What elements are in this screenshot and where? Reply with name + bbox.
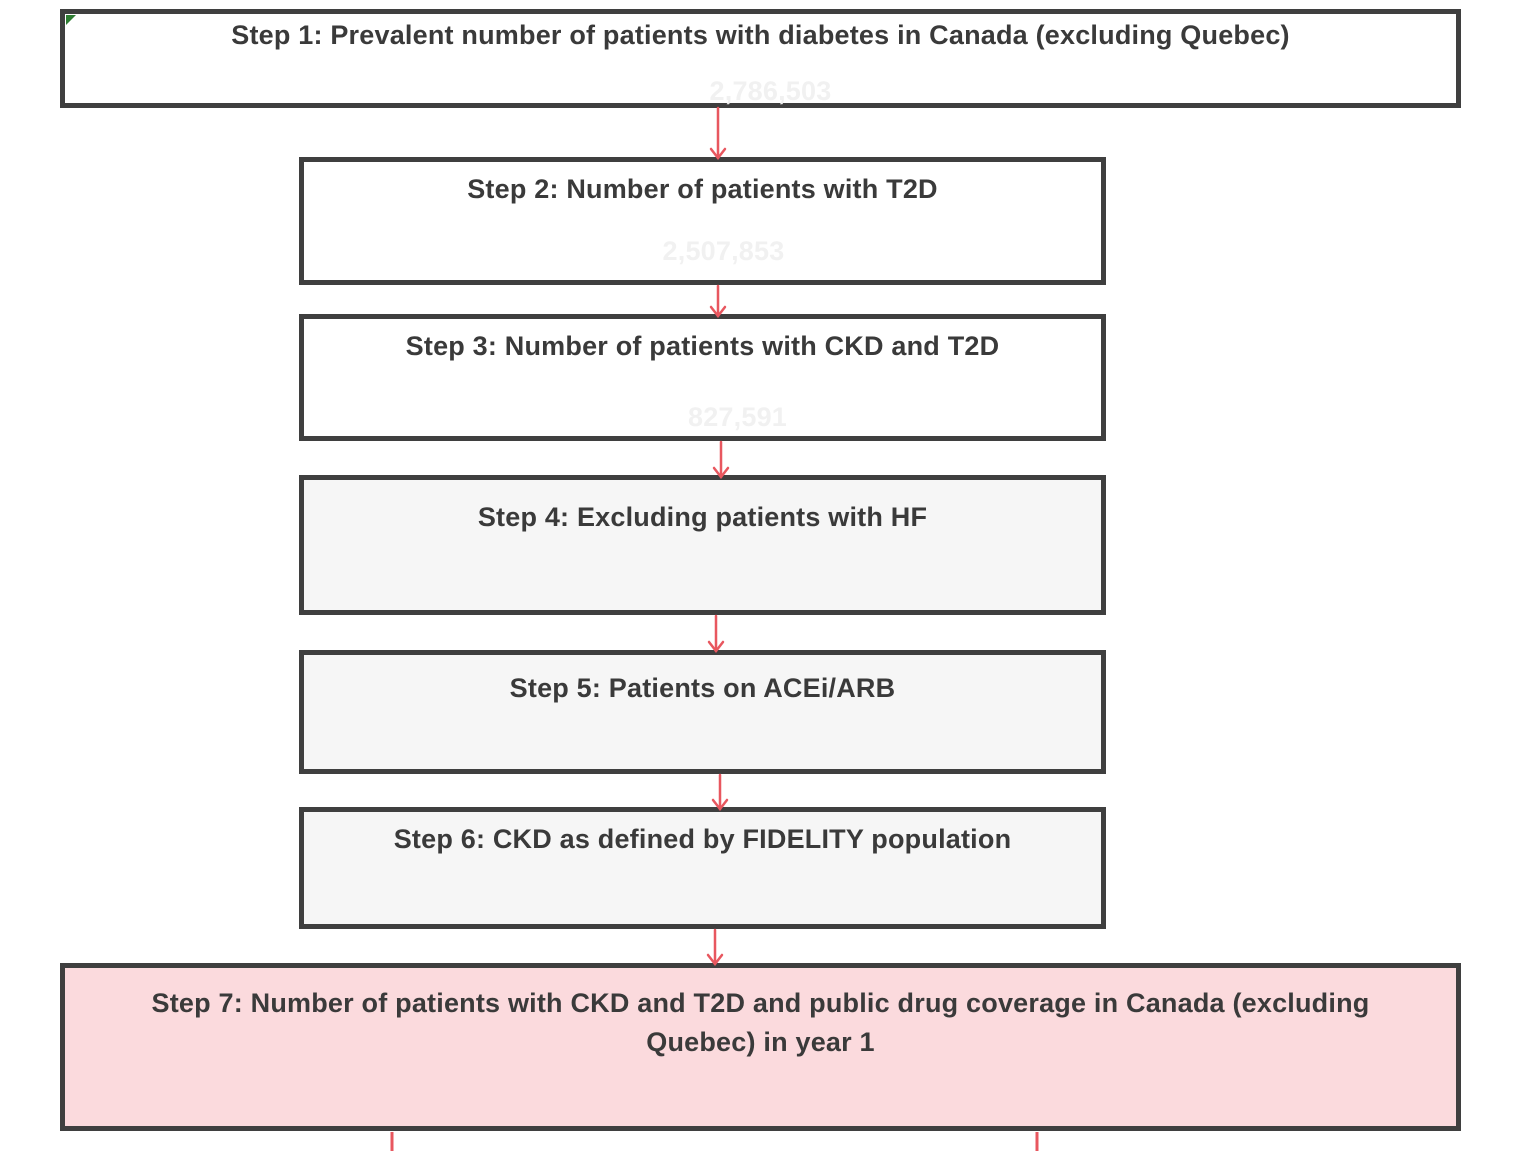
step-3-title: Step 3: Number of patients with CKD and … [405, 331, 1000, 361]
arrow-step1-to-step2-icon [709, 106, 727, 161]
step-1-box: Step 1: Prevalent number of patients wit… [60, 9, 1461, 108]
step-2-title: Step 2: Number of patients with T2D [467, 174, 938, 204]
step-2-box: Step 2: Number of patients with T2D 2,50… [299, 157, 1106, 285]
step-6-box: Step 6: CKD as defined by FIDELITY popul… [299, 807, 1106, 929]
step-3-box: Step 3: Number of patients with CKD and … [299, 314, 1106, 441]
step-7-box: Step 7: Number of patients with CKD and … [60, 963, 1461, 1131]
step-6-title: Step 6: CKD as defined by FIDELITY popul… [393, 824, 1012, 854]
arrow-step3-to-step4-icon [712, 440, 730, 480]
step-4-box: Step 4: Excluding patients with HF [299, 475, 1106, 615]
step-5-box: Step 5: Patients on ACEi/ARB [299, 650, 1106, 774]
arrow-step2-to-step3-icon [709, 284, 727, 319]
arrow-step4-to-step5-icon [707, 614, 725, 654]
step-7-title: Step 7: Number of patients with CKD and … [151, 988, 1370, 1057]
cell-comment-marker-icon [66, 15, 76, 25]
step-4-title: Step 4: Excluding patients with HF [477, 502, 928, 532]
step-1-value: 2,786,503 [709, 76, 832, 106]
step-1-title: Step 1: Prevalent number of patients wit… [231, 20, 1290, 50]
arrow-step5-to-step6-icon [711, 773, 729, 812]
step-2-value: 2,507,853 [662, 236, 785, 266]
step-5-title: Step 5: Patients on ACEi/ARB [509, 673, 896, 703]
step-3-value: 827,591 [688, 402, 787, 432]
arrow-step6-to-step7-icon [706, 928, 724, 967]
